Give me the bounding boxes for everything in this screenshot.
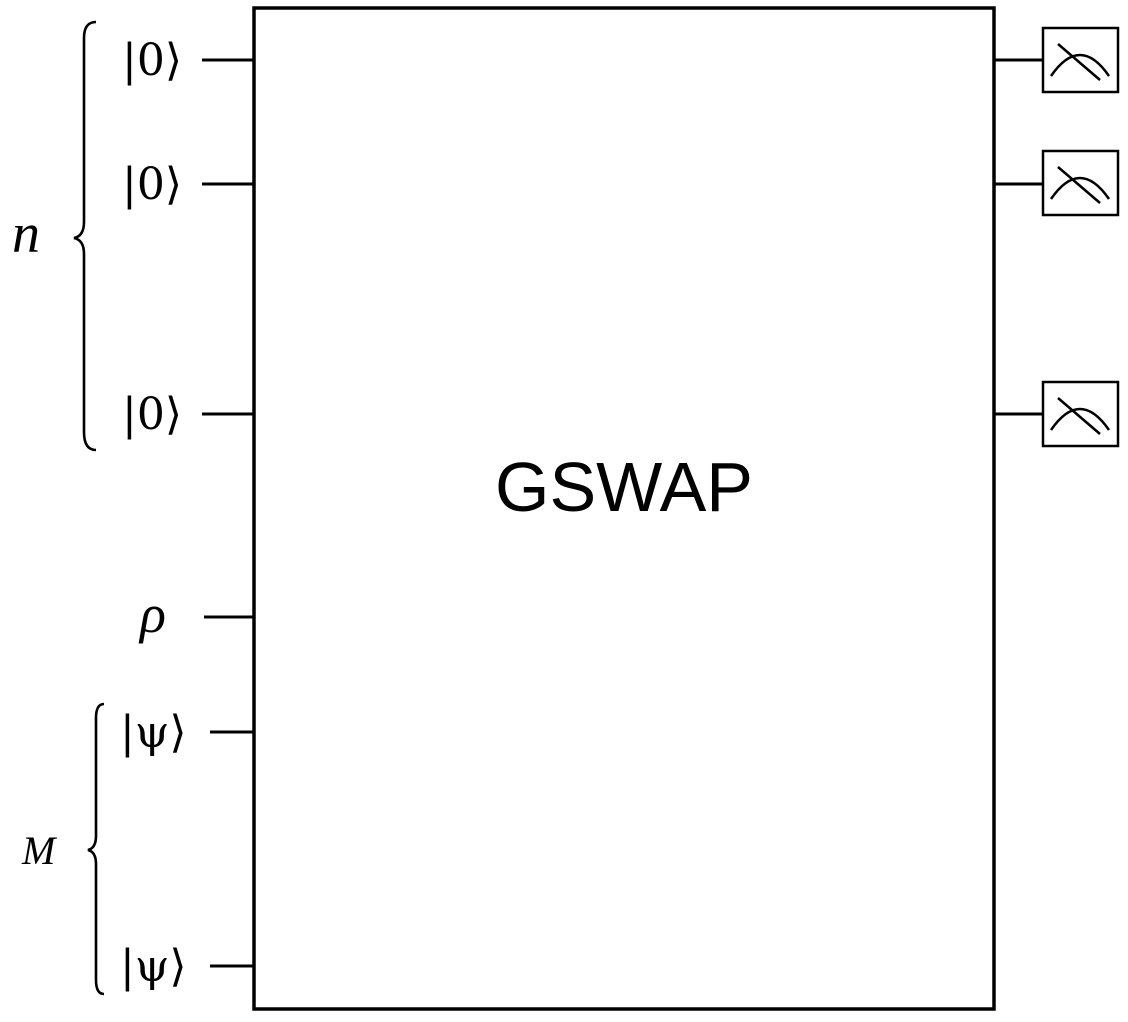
gate-label: GSWAP [495, 448, 753, 526]
gswap-gate [252, 6, 996, 1011]
meter-icon [1041, 149, 1120, 217]
input-label: |0⟩ [122, 35, 182, 86]
meter-icon [1041, 380, 1120, 448]
brace-n: n [12, 20, 97, 452]
brace-m: M [21, 702, 105, 996]
brace-n-label: n [12, 203, 40, 265]
input-label: |0⟩ [122, 159, 182, 210]
meter-icon [1041, 26, 1120, 94]
brace-m-label: M [21, 828, 58, 873]
input-label-rho: ρ [138, 584, 166, 644]
input-label: |ψ⟩ [120, 941, 187, 992]
input-label: |ψ⟩ [120, 707, 187, 758]
input-label: |0⟩ [122, 389, 182, 440]
